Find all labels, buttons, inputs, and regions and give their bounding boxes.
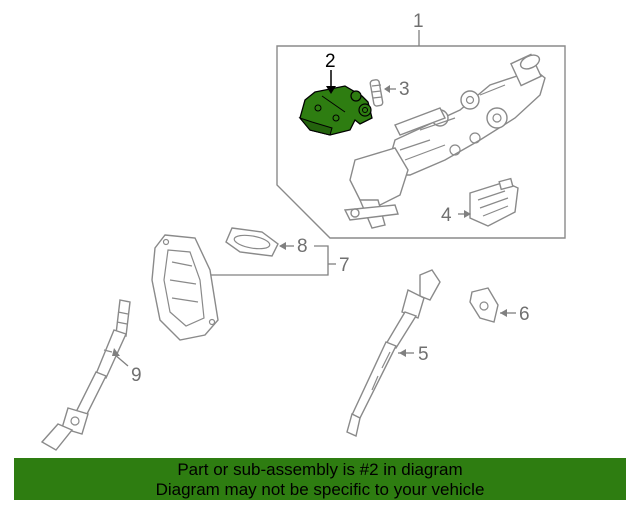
callout-1: 1 (413, 11, 424, 32)
banner-line-2: Diagram may not be specific to your vehi… (155, 480, 485, 499)
assembly-1-frame (276, 30, 566, 239)
part-9-lower-shaft (40, 299, 131, 451)
banner-line-1: Part or sub-assembly is #2 in diagram (177, 460, 463, 479)
part-3-pin (369, 79, 396, 107)
callout-2-arrow (326, 70, 336, 94)
callout-7: 7 (339, 255, 350, 276)
part-5-intermediate-shaft (346, 269, 441, 437)
part-6-clip (469, 287, 516, 323)
parts-diagram: 1 2 3 (40, 11, 566, 451)
part-7-boot-cover (151, 234, 219, 341)
part-2-highlighted (298, 85, 373, 136)
callout-5: 5 (418, 344, 429, 365)
info-banner: Part or sub-assembly is #2 in diagram Di… (14, 458, 626, 500)
callout-8: 8 (297, 236, 308, 257)
callout-3: 3 (399, 79, 410, 100)
part-8-seal (225, 227, 294, 257)
steering-column-assembly (343, 53, 546, 229)
callout-2: 2 (325, 51, 336, 72)
callout-6: 6 (519, 304, 530, 325)
part-4-switch (458, 177, 519, 227)
callout-7-bracket (210, 245, 336, 276)
callout-9: 9 (131, 365, 142, 386)
callout-4: 4 (441, 205, 452, 226)
